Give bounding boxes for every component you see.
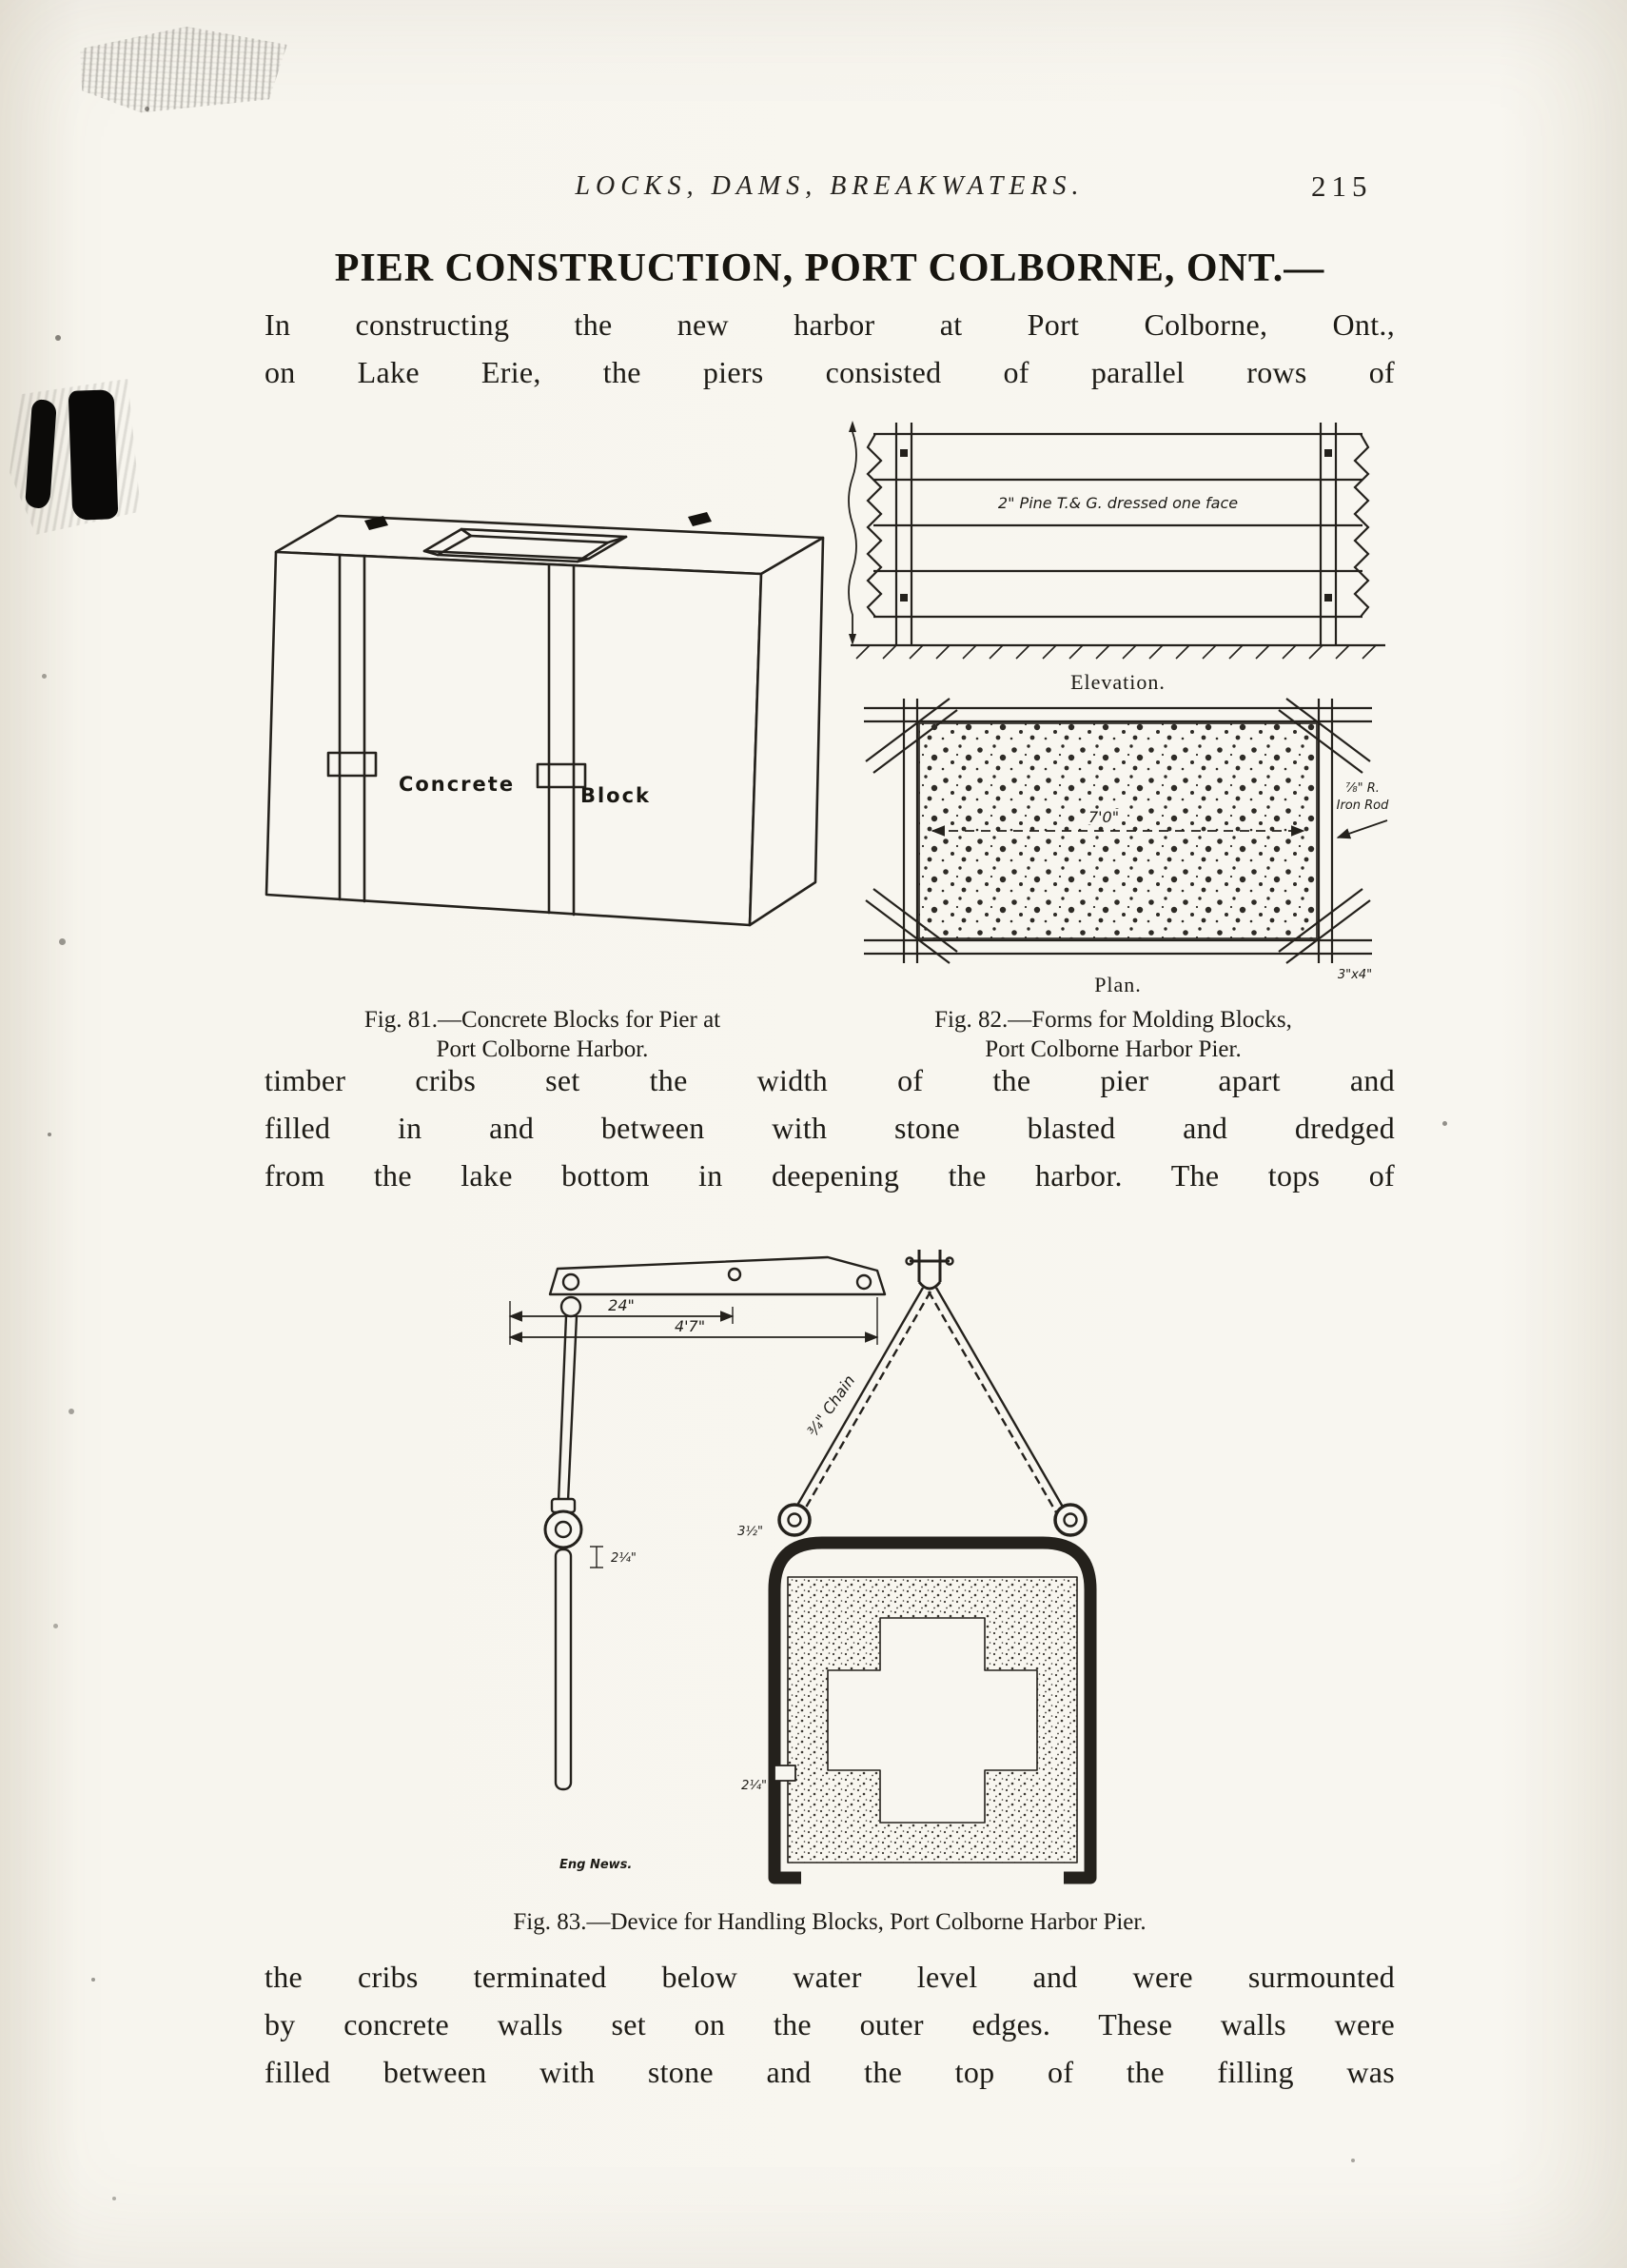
scan-artifact bbox=[25, 399, 57, 509]
fig81-caption: Fig. 81.—Concrete Blocks for Pier at Por… bbox=[243, 1005, 842, 1064]
para3-line2: by concrete walls set on the outer edges… bbox=[265, 2007, 1395, 2041]
scan-artifact bbox=[42, 674, 47, 679]
scan-artifact bbox=[69, 1409, 74, 1414]
scan-artifact bbox=[79, 21, 290, 115]
fig82-caption: Fig. 82.—Forms for Molding Blocks, Port … bbox=[837, 1005, 1389, 1064]
para1-line2: on Lake Erie, the piers consisted of par… bbox=[265, 355, 1395, 389]
fig83-caption: Fig. 83.—Device for Handling Blocks, Por… bbox=[265, 1907, 1395, 1937]
fig82-board-note: 2" Pine T.& G. dressed one face bbox=[998, 494, 1238, 512]
para2-line1: timber cribs set the width of the pier a… bbox=[265, 1063, 1395, 1097]
fig82-elevation-label: Elevation. bbox=[1070, 670, 1166, 694]
fig83-dim-24: 24" bbox=[608, 1296, 635, 1314]
fig81-label-block: Block bbox=[580, 784, 651, 807]
fig81-caption-line2: Port Colborne Harbor. bbox=[436, 1036, 649, 1062]
scan-artifact bbox=[145, 107, 149, 111]
scan-artifact bbox=[68, 389, 119, 521]
scan-artifact bbox=[10, 379, 141, 535]
fig81-drawing: Concrete Block bbox=[265, 512, 825, 927]
fig83-credit: Eng News. bbox=[559, 1858, 632, 1872]
scan-artifact bbox=[53, 1624, 58, 1628]
scan-artifact bbox=[1351, 2159, 1355, 2162]
scan-artifact bbox=[91, 1978, 95, 1982]
fig81-label-concrete: Concrete bbox=[399, 773, 515, 796]
running-header: LOCKS, DAMS, BREAKWATERS. bbox=[575, 171, 1085, 201]
fig83-rod-dim: 2¼" bbox=[611, 1551, 637, 1566]
para3-line3: filled between with stone and the top of… bbox=[265, 2055, 1395, 2089]
scan-artifact bbox=[48, 1133, 51, 1136]
fig83-frame-bottom-dim: 2¼" bbox=[741, 1779, 767, 1793]
fig82-corner-note: 3"x4" bbox=[1338, 968, 1372, 982]
fig81-caption-line1: Fig. 81.—Concrete Blocks for Pier at bbox=[363, 1007, 721, 1033]
fig83-dim-4ft7: 4'7" bbox=[675, 1317, 705, 1335]
fig82-caption-line2: Port Colborne Harbor Pier. bbox=[985, 1036, 1242, 1062]
fig82-drawing: 2" Pine T.& G. dressed one face Elevatio… bbox=[848, 421, 1391, 996]
fig82-iron-rod-note-2: Iron Rod bbox=[1337, 799, 1389, 813]
fig82-iron-rod-note-1: ⅞" R. bbox=[1345, 781, 1380, 796]
scan-artifact bbox=[112, 2197, 116, 2200]
fig83-chain-note: ¾" Chain bbox=[804, 1371, 859, 1439]
fig82-caption-line1: Fig. 82.—Forms for Molding Blocks, bbox=[934, 1007, 1292, 1033]
para2-line2: filled in and between with stone blasted… bbox=[265, 1111, 1395, 1145]
fig83-drawing: 24" 4'7" ¾" Chain 2¼" 3½" 2¼" Eng News. bbox=[508, 1250, 1097, 1884]
scan-artifact bbox=[1442, 1121, 1447, 1126]
section-heading: PIER CONSTRUCTION, PORT COLBORNE, ONT.— bbox=[334, 247, 1325, 290]
scan-artifact bbox=[59, 938, 66, 945]
scan-artifact bbox=[55, 335, 61, 341]
para2-line3: from the lake bottom in deepening the ha… bbox=[265, 1158, 1395, 1193]
fig83-frame-top-dim: 3½" bbox=[737, 1525, 763, 1539]
para3-line1: the cribs terminated below water level a… bbox=[265, 1960, 1395, 1994]
fig83-caption-line: Fig. 83.—Device for Handling Blocks, Por… bbox=[513, 1909, 1147, 1935]
page-number: 215 bbox=[1311, 169, 1373, 203]
fig82-plan-width-dim: 7'0" bbox=[1088, 808, 1119, 826]
fig82-plan-label: Plan. bbox=[1094, 973, 1142, 996]
para1-line1: In constructing the new harbor at Port C… bbox=[265, 307, 1395, 342]
mold-lug-mark bbox=[364, 516, 388, 530]
mold-lug-mark bbox=[688, 512, 712, 526]
